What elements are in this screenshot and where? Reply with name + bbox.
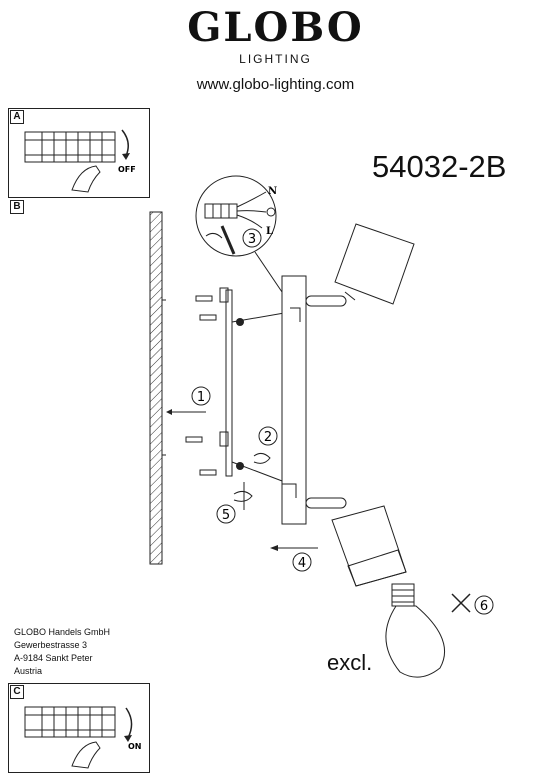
brand-logo: GLOBO	[187, 4, 364, 51]
breaker-strip-c	[24, 706, 116, 738]
neutral-label: N	[268, 186, 277, 197]
step-3-number: 3	[248, 232, 256, 247]
switch-on-label: ON	[128, 742, 142, 751]
earth-icon	[266, 207, 276, 217]
address-country: Austria	[14, 666, 43, 676]
model-number: 54032-2B	[372, 149, 507, 184]
address-street: Gewerbestrasse 3	[14, 640, 88, 650]
address-city: A-9184 Sankt Peter	[14, 653, 93, 663]
rotate-arrow-5-icon	[233, 490, 253, 502]
mounting-plate	[225, 289, 233, 477]
bulb-excluded-note: excl.	[327, 650, 373, 675]
panel-c-switch-on	[8, 683, 150, 773]
spot-arm-bottom	[305, 497, 347, 509]
live-label: L	[266, 226, 273, 237]
step-4-number: 4	[298, 556, 306, 571]
switch-off-label: OFF	[118, 165, 136, 174]
wiring-detail-circle	[195, 175, 277, 257]
dowel-screw-icons	[185, 295, 244, 476]
step-5-number: 5	[222, 508, 230, 523]
panel-b-tag: B	[10, 200, 24, 214]
address-company: GLOBO Handels GmbH	[14, 627, 111, 637]
step-markers: 1 2 3 4 5 6	[191, 228, 494, 615]
screwdriver-icon	[220, 225, 236, 255]
panel-c-tag: C	[10, 685, 24, 699]
breaker-strip-a	[24, 131, 116, 163]
spot-head-bottom	[331, 505, 407, 587]
step-1-number: 1	[197, 390, 205, 405]
hand-icon-a	[71, 165, 101, 193]
spot-arm-top	[305, 295, 347, 307]
wall-section	[149, 211, 163, 565]
brand-website: www.globo-lighting.com	[196, 76, 355, 93]
rotate-arrow-2-icon	[253, 452, 271, 464]
brand-subtitle: LIGHTING	[239, 52, 312, 66]
step-2-number: 2	[264, 430, 272, 445]
turn-arrow-off-icon	[121, 129, 129, 157]
hand-icon-c	[71, 741, 101, 769]
fixture-backplate	[281, 275, 307, 525]
turn-arrow-on-icon	[125, 707, 133, 739]
tool-icon	[451, 593, 471, 613]
panel-a-tag: A	[10, 110, 24, 124]
bulb-icon	[385, 583, 445, 678]
spot-head-top	[334, 223, 415, 305]
step-6-number: 6	[480, 599, 488, 614]
